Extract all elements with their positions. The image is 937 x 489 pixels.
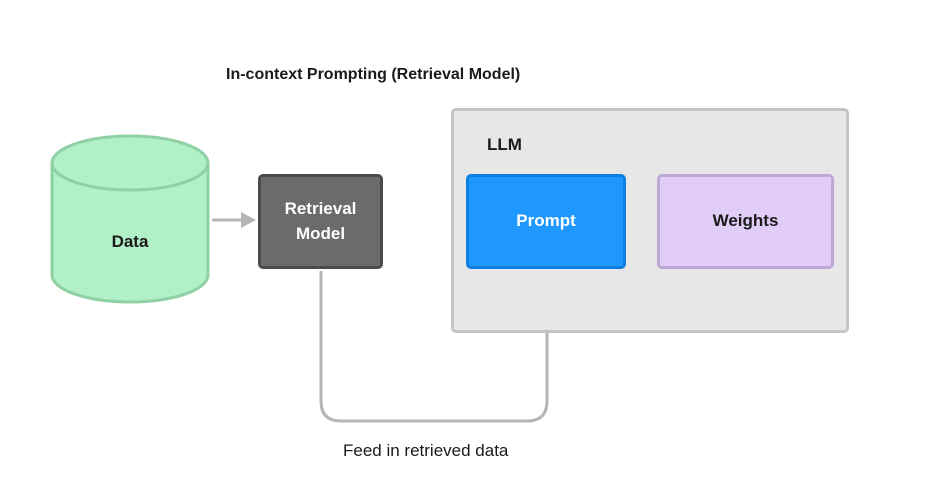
data-cylinder-top <box>50 134 210 192</box>
data-cylinder <box>50 134 210 304</box>
data-cylinder-body <box>50 163 210 304</box>
diagram-title: In-context Prompting (Retrieval Model) <box>226 66 521 83</box>
retrieval-model-label-line1: Retrieval <box>284 198 357 218</box>
feed-edge-label: Feed in retrieved data <box>343 441 509 460</box>
prompt-label: Prompt <box>516 211 576 231</box>
data-node-label: Data <box>111 232 149 251</box>
arrow-data-to-retrieval <box>212 212 256 228</box>
llm-label: LLM <box>487 135 522 154</box>
retrieval-model-label-line2: Model <box>295 223 346 243</box>
weights-label: Weights <box>712 211 779 231</box>
weights-node: Weights <box>657 174 834 269</box>
retrieval-model-node: Retrieval Model <box>258 174 383 269</box>
arrow-feed-path <box>319 271 549 423</box>
prompt-node: Prompt <box>466 174 626 269</box>
arrow-data-to-retrieval-head <box>241 212 256 228</box>
